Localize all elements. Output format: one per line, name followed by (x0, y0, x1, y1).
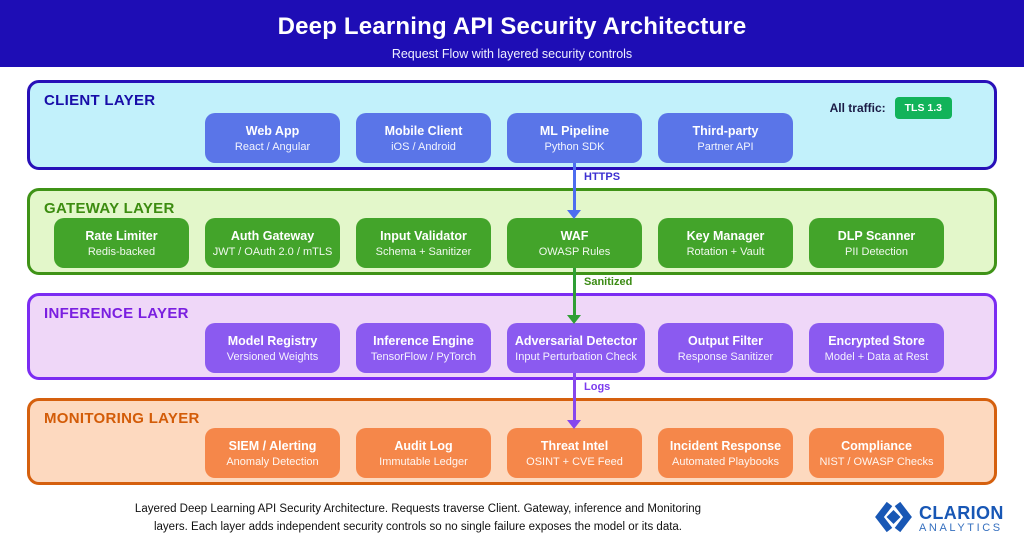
node-title: Key Manager (686, 228, 765, 243)
node-subtitle: Automated Playbooks (671, 455, 779, 468)
arrow-down-icon (567, 420, 581, 429)
node-subtitle: Input Perturbation Check (515, 350, 637, 363)
node-incident-response: Incident Response Automated Playbooks (658, 428, 793, 478)
node-waf: WAF OWASP Rules (507, 218, 642, 268)
arrow-down-icon (567, 315, 581, 324)
tls-badge: TLS 1.3 (894, 97, 952, 119)
node-subtitle: PII Detection (845, 245, 908, 258)
node-subtitle: Versioned Weights (226, 350, 319, 363)
arrow-logs-label: Logs (584, 381, 611, 393)
gateway-layer-label: GATEWAY LAYER (44, 200, 175, 217)
node-title: Audit Log (394, 438, 453, 453)
node-subtitle: Model + Data at Rest (824, 350, 929, 363)
node-subtitle: JWT / OAuth 2.0 / mTLS (212, 245, 333, 258)
node-web-app: Web App React / Angular (205, 113, 340, 163)
node-subtitle: React / Angular (234, 140, 311, 153)
node-output-filter: Output Filter Response Sanitizer (658, 323, 793, 373)
all-traffic-group: All traffic: TLS 1.3 (830, 97, 952, 119)
node-title: Web App (245, 123, 300, 138)
node-subtitle: Rotation + Vault (686, 245, 765, 258)
node-adversarial-detector: Adversarial Detector Input Perturbation … (507, 323, 645, 373)
footer-caption: Layered Deep Learning API Security Archi… (118, 501, 718, 536)
node-subtitle: Schema + Sanitizer (375, 245, 472, 258)
node-siem-alerting: SIEM / Alerting Anomaly Detection (205, 428, 340, 478)
page-subtitle: Request Flow with layered security contr… (391, 47, 633, 61)
node-subtitle: Anomaly Detection (226, 455, 319, 468)
node-title: Model Registry (227, 333, 318, 348)
node-title: Inference Engine (373, 333, 474, 348)
gateway-layer: GATEWAY LAYER Rate Limiter Redis-backed … (27, 188, 997, 275)
node-key-manager: Key Manager Rotation + Vault (658, 218, 793, 268)
arrow-line (573, 268, 576, 315)
node-subtitle: Partner API (697, 140, 754, 153)
inference-layer-label: INFERENCE LAYER (44, 305, 189, 322)
node-title: Output Filter (688, 333, 763, 348)
clarion-logo-icon (875, 500, 912, 539)
node-title: Auth Gateway (230, 228, 315, 243)
node-title: Third-party (692, 123, 759, 138)
caption-line-2: layers. Each layer adds independent secu… (153, 520, 683, 533)
arrow-sanitized-label: Sanitized (584, 276, 633, 288)
client-layer: CLIENT LAYER All traffic: TLS 1.3 Web Ap… (27, 80, 997, 170)
node-rate-limiter: Rate Limiter Redis-backed (54, 218, 189, 268)
logo-text: CLARION ANALYTICS (919, 502, 1004, 535)
monitoring-layer: MONITORING LAYER SIEM / Alerting Anomaly… (27, 398, 997, 485)
node-title: DLP Scanner (837, 228, 916, 243)
node-title: Adversarial Detector (514, 333, 638, 348)
node-audit-log: Audit Log Immutable Ledger (356, 428, 491, 478)
node-title: Input Validator (380, 228, 467, 243)
node-subtitle: iOS / Android (391, 140, 456, 153)
node-title: Rate Limiter (85, 228, 158, 243)
node-title: Compliance (841, 438, 912, 453)
page-title: Deep Learning API Security Architecture (277, 13, 747, 40)
arrow-https-label: HTTPS (584, 171, 621, 183)
node-subtitle: Immutable Ledger (379, 455, 468, 468)
node-subtitle: Response Sanitizer (677, 350, 774, 363)
node-title: WAF (560, 228, 589, 243)
node-subtitle: Python SDK (544, 140, 605, 153)
node-input-validator: Input Validator Schema + Sanitizer (356, 218, 491, 268)
node-subtitle: TensorFlow / PyTorch (370, 350, 477, 363)
all-traffic-label: All traffic: (829, 101, 886, 115)
node-inference-engine: Inference Engine TensorFlow / PyTorch (356, 323, 491, 373)
node-dlp-scanner: DLP Scanner PII Detection (809, 218, 944, 268)
node-subtitle: OSINT + CVE Feed (526, 455, 623, 468)
logo-name: CLARION (919, 502, 1004, 523)
clarion-logo: CLARION ANALYTICS (875, 500, 1004, 539)
arrow-down-icon (567, 210, 581, 219)
node-subtitle: NIST / OWASP Checks (819, 455, 934, 468)
node-subtitle: Redis-backed (87, 245, 156, 258)
node-encrypted-store: Encrypted Store Model + Data at Rest (809, 323, 944, 373)
node-third-party: Third-party Partner API (658, 113, 793, 163)
node-auth-gateway: Auth Gateway JWT / OAuth 2.0 / mTLS (205, 218, 340, 268)
node-title: SIEM / Alerting (228, 438, 317, 453)
node-title: Incident Response (669, 438, 782, 453)
node-ml-pipeline: ML Pipeline Python SDK (507, 113, 642, 163)
node-threat-intel: Threat Intel OSINT + CVE Feed (507, 428, 642, 478)
node-title: Encrypted Store (828, 333, 925, 348)
node-compliance: Compliance NIST / OWASP Checks (809, 428, 944, 478)
node-title: Mobile Client (384, 123, 463, 138)
node-title: ML Pipeline (539, 123, 610, 138)
node-subtitle: OWASP Rules (538, 245, 611, 258)
monitoring-layer-label: MONITORING LAYER (44, 410, 200, 427)
inference-layer: INFERENCE LAYER Model Registry Versioned… (27, 293, 997, 380)
arrow-line (573, 373, 576, 420)
caption-line-1: Layered Deep Learning API Security Archi… (134, 503, 702, 515)
logo-subname: ANALYTICS (919, 521, 1003, 534)
client-layer-label: CLIENT LAYER (44, 92, 156, 109)
node-mobile-client: Mobile Client iOS / Android (356, 113, 491, 163)
node-model-registry: Model Registry Versioned Weights (205, 323, 340, 373)
arrow-line (573, 163, 576, 210)
page-header: Deep Learning API Security Architecture … (0, 0, 1024, 67)
node-title: Threat Intel (540, 438, 609, 453)
